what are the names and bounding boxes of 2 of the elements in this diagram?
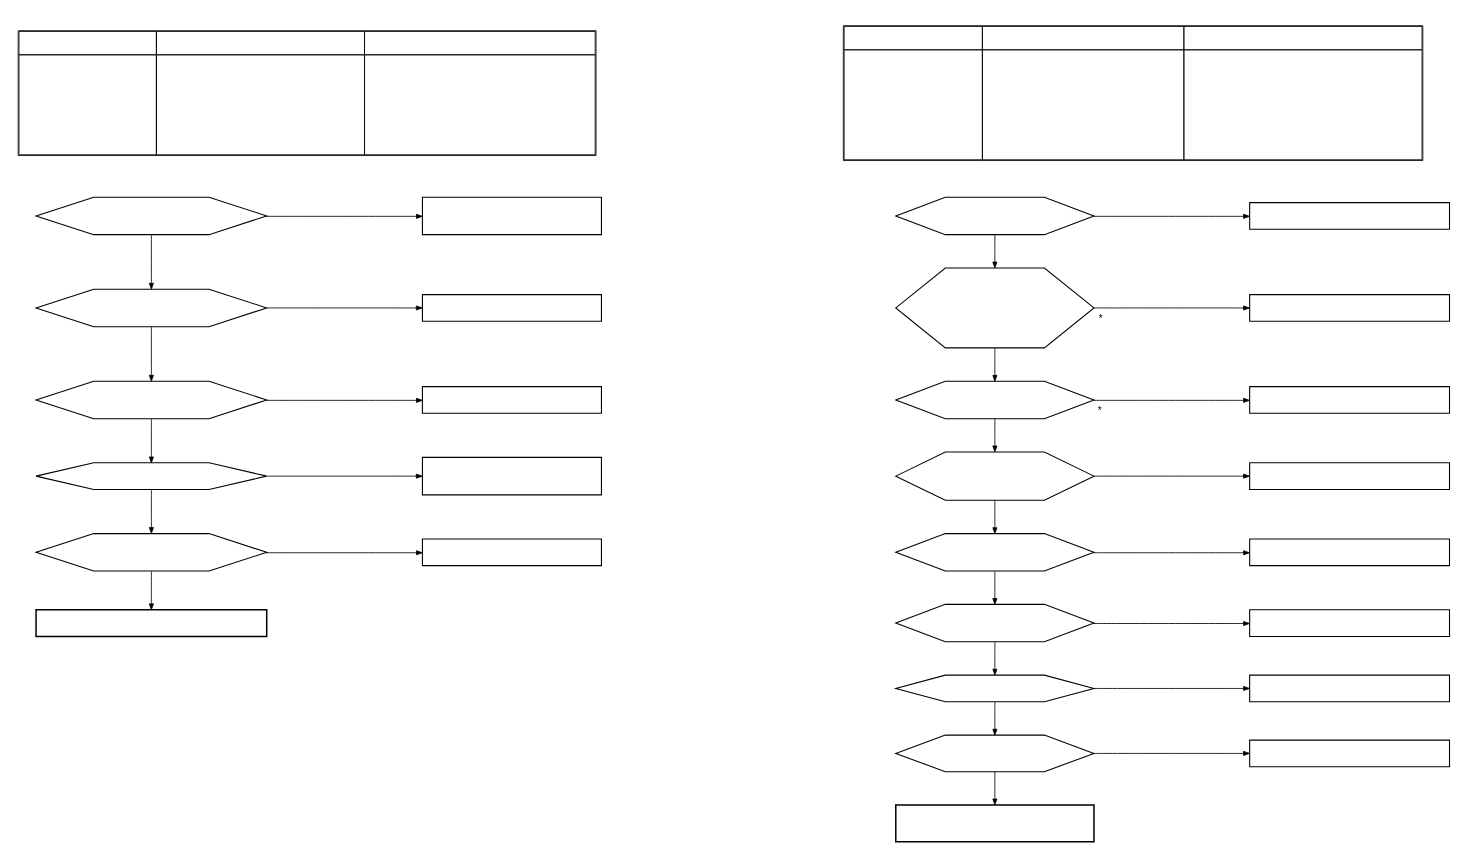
edge-label: *: [1098, 313, 1103, 325]
edge-label: *: [1097, 405, 1102, 417]
